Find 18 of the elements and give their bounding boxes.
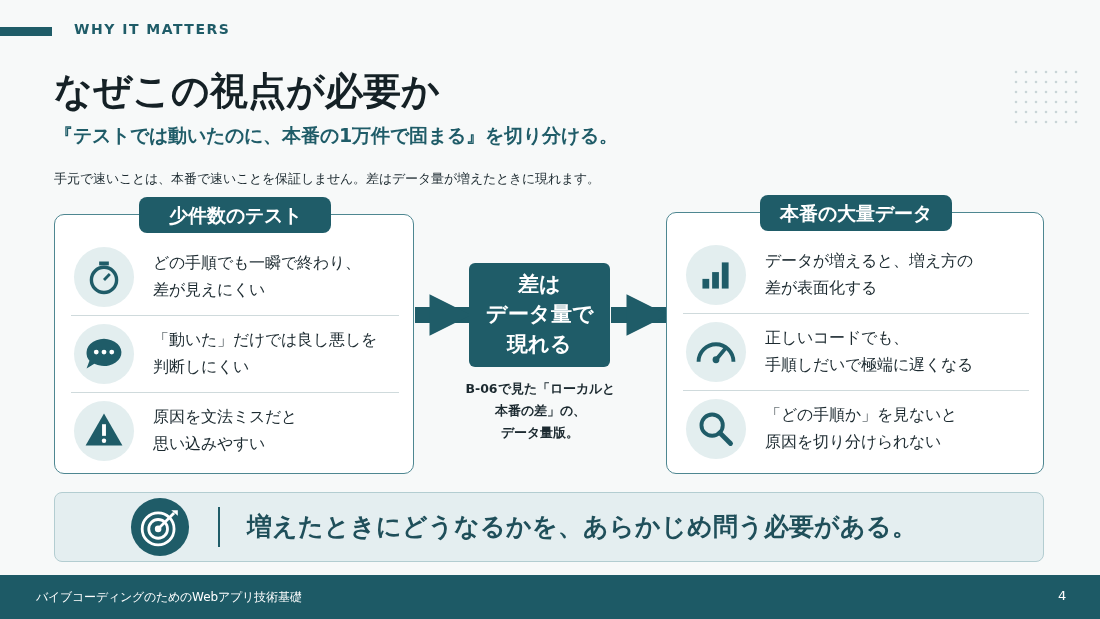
heading-label: 本番の大量データ <box>760 195 952 231</box>
message-banner <box>54 492 1044 562</box>
item-text: データが増えると、増え方の差が表面化する <box>765 251 974 299</box>
page-number: 4 <box>1058 588 1067 603</box>
item-text: 「動いた」だけでは良し悪しを判断しにくい <box>153 330 378 378</box>
item-text: どの手順でも一瞬で終わり、差が見えにくい <box>153 253 362 301</box>
section-label: WHY IT MATTERS <box>74 21 231 37</box>
item-text: 原因を文法ミスだと思い込みやすい <box>153 407 298 455</box>
footer-text: バイブコーディングのためのWebアプリ技術基礎 <box>36 589 303 606</box>
heading-label: 少件数のテスト <box>139 197 331 233</box>
title: なぜこの視点が必要か <box>54 68 440 115</box>
subtitle: 『テストでは動いたのに、本番の1万件で固まる』を切り分ける。 <box>54 123 619 148</box>
note-text: B-06で見た「ローカルと本番の差」の、データ量版。 <box>464 380 616 442</box>
item-text: 正しいコードでも、手順しだいで極端に遅くなる <box>765 328 974 376</box>
message-text: 増えたときにどうなるかを、あらかじめ問う必要がある。 <box>247 511 917 543</box>
result-box: 差はデータ量で現れる <box>469 263 610 367</box>
item-text: 「どの手順か」を見ないと原因を切り分けられない <box>765 405 958 453</box>
description: 手元で速いことは、本番で速いことを保証しません。差はデータ量が増えたときに現れます。 <box>54 170 600 188</box>
